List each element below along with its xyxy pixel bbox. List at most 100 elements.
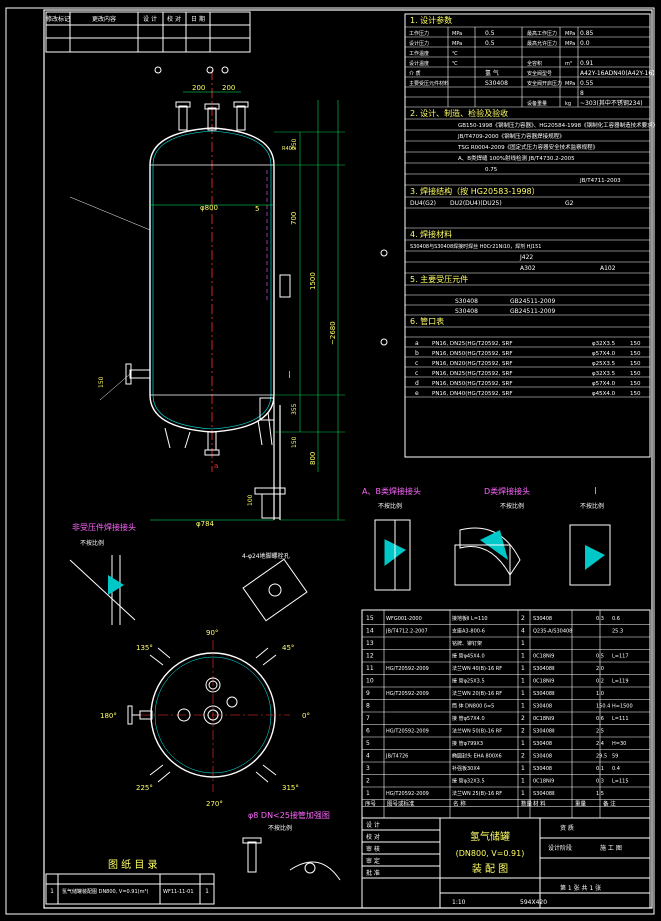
part-note-11: 59 [612, 754, 618, 760]
main-part-std-0: GB24511-2009 [510, 298, 555, 305]
dp-label2-1: 最高允许压力 [527, 40, 557, 47]
part-note-8: L=111 [612, 716, 629, 722]
part-no-3: 12 [366, 653, 374, 660]
part-name-0: 接地板Ⅱ L=110 [452, 615, 488, 622]
nozzle-title: 6. 管口表 [410, 316, 444, 326]
dim-d800: φ800 [200, 204, 218, 212]
part-qty-10: 1 [521, 740, 525, 747]
part-no-14: 1 [366, 790, 370, 797]
part-std-0: WFG001-2000 [386, 616, 422, 622]
plan-view: 90° 45° 0° 315° 270° 225° 180° 135° [100, 629, 310, 808]
dp-label2-3: 全容积 [527, 60, 542, 67]
dim-200b: 200 [222, 84, 235, 92]
nozzle-pipe-2: φ25X3.5 [592, 361, 616, 367]
part-std-11: JB/T4726 [385, 754, 408, 760]
index-name: 氢气储罐装配图 DN800, V=0.91(m³) [62, 888, 148, 895]
dp-unit2-7: kg [565, 101, 571, 107]
title-name-2: (DN800, V=0.91) [456, 849, 525, 858]
part-no-13: 2 [366, 778, 370, 785]
part-mat-9: S30408Ⅱ [533, 729, 555, 735]
dp-unit-2: ℃ [452, 51, 458, 57]
weld-code-2: G2 [565, 200, 574, 207]
part-name-7: 筒 体 DN800 δ=5 [452, 703, 494, 710]
dp-val2-5: 0.55 [580, 80, 594, 87]
nozzle-spec-0: PN16, DN25(HG/T20592, SRF [432, 341, 513, 347]
std-line-1: JB/T4709-2000《钢制压力容器焊接规程》 [457, 132, 565, 140]
part-note-12: 0.4 [612, 766, 620, 772]
role-1: 校 对 [366, 833, 380, 841]
part-qty-11: 2 [521, 753, 525, 760]
dp-label-3: 设计温度 [409, 60, 429, 67]
part-note-13: L=115 [612, 779, 629, 785]
detail-dn-title: φ8 DN<25接管加强图 [248, 810, 330, 820]
role-right-2: 施 工 图 [600, 844, 622, 852]
std-line-4: 0.75 [485, 167, 498, 173]
dn25-detail: φ8 DN<25接管加强图 不按比例 [242, 810, 341, 881]
detail-hole-title: 4-φ24地脚螺栓孔 [242, 552, 290, 560]
nozzle-pipe-4: φ57X4.0 [592, 381, 616, 387]
part-note-5: L=119 [612, 679, 629, 685]
part-mat-0: S30408 [533, 616, 552, 622]
part-note-0: 0.6 [612, 616, 620, 622]
parts-header-2: 名 称 [453, 800, 466, 808]
dim-r400: R400 [282, 146, 295, 152]
part-mat-3: 0C18Ni9 [533, 654, 554, 660]
dp-val-4: 氢 气 [485, 69, 499, 77]
title-name-3: 装 配 图 [472, 862, 508, 875]
weld-joints-title: 3. 焊接结构（按 HG20583-1998） [410, 186, 540, 196]
parts-header-5: 重量 [575, 800, 587, 808]
inner-frame [43, 9, 653, 909]
nozzle-len-3: 150 [630, 371, 641, 377]
dp-label2-0: 最高工作压力 [527, 30, 557, 37]
part-no-1: 14 [366, 628, 374, 635]
detail-views: A、B类焊接接头 不按比例 D类焊接接头 不按比例 I 不按比例 非受压件焊接接… [69, 486, 611, 625]
role-right-0: 资 质 [560, 824, 574, 832]
nozzle-len-5: 150 [630, 391, 641, 397]
detail-dn-ns: 不按比例 [268, 824, 292, 832]
part-wt-11: 29.5 [596, 754, 607, 760]
dp-val2-6: 8 [580, 90, 584, 97]
part-qty-8: 2 [521, 715, 525, 722]
dp-label-5: 主要受压元件材料 [409, 80, 449, 87]
part-qty-4: 1 [521, 665, 525, 672]
index-no: 1 [50, 888, 54, 895]
parts-header-1: 图号或标准 [387, 800, 415, 808]
dp-label2-5: 安全阀开启压力 [527, 80, 562, 87]
nozzle-spec-4: PN16, DN50(HG/T20592, SRF [432, 381, 513, 387]
part-note-1: 25.3 [612, 629, 623, 635]
part-no-8: 7 [366, 715, 370, 722]
part-name-5: 接 管φ25X3.5 [452, 678, 485, 685]
standards-title: 2. 设计、制造、检验及验收 [410, 108, 508, 118]
weld-mat-2: A102 [600, 265, 616, 272]
part-note-10: H=30 [612, 741, 626, 747]
rev-h4: 日 期 [191, 15, 205, 23]
dp-unit2-0: MPa [565, 31, 575, 37]
main-part-std-1: GB24511-2009 [510, 308, 555, 315]
part-qty-13: 1 [521, 778, 525, 785]
paper-size: 594X420 [520, 899, 547, 906]
role-0: 设 计 [366, 821, 380, 829]
dp-unit2-5: MPa [565, 81, 575, 87]
part-mat-5: 0C18Ni9 [533, 679, 554, 685]
part-std-4: HG/T20592-2009 [386, 666, 429, 672]
parts-header-0: 序号 [365, 800, 377, 808]
rev-h0: 修改标记 [46, 15, 70, 23]
dim-800: 800 [309, 452, 317, 465]
angle-225: 225° [136, 784, 153, 792]
parts-header-6: 备 注 [603, 800, 616, 808]
nozzle-spec-3: PN16, DN25(HG/T20592, SRF [432, 371, 513, 377]
angle-0: 0° [302, 712, 310, 720]
part-no-6: 9 [366, 690, 370, 697]
part-name-13: 接 管φ32X3.5 [452, 778, 485, 785]
dim-2680: ~2680 [329, 321, 337, 345]
main-part-mat-1: S30408 [455, 308, 478, 315]
part-wt-7: 150.4 [596, 704, 610, 710]
part-qty-0: 2 [521, 615, 525, 622]
role-right-1: 设计阶段 [548, 844, 572, 852]
nozzle-tag-3: c [415, 370, 418, 377]
nozzle-pipe-0: φ32X3.5 [592, 341, 616, 347]
detail-ext-title: 非受压件焊接接头 [72, 522, 136, 532]
